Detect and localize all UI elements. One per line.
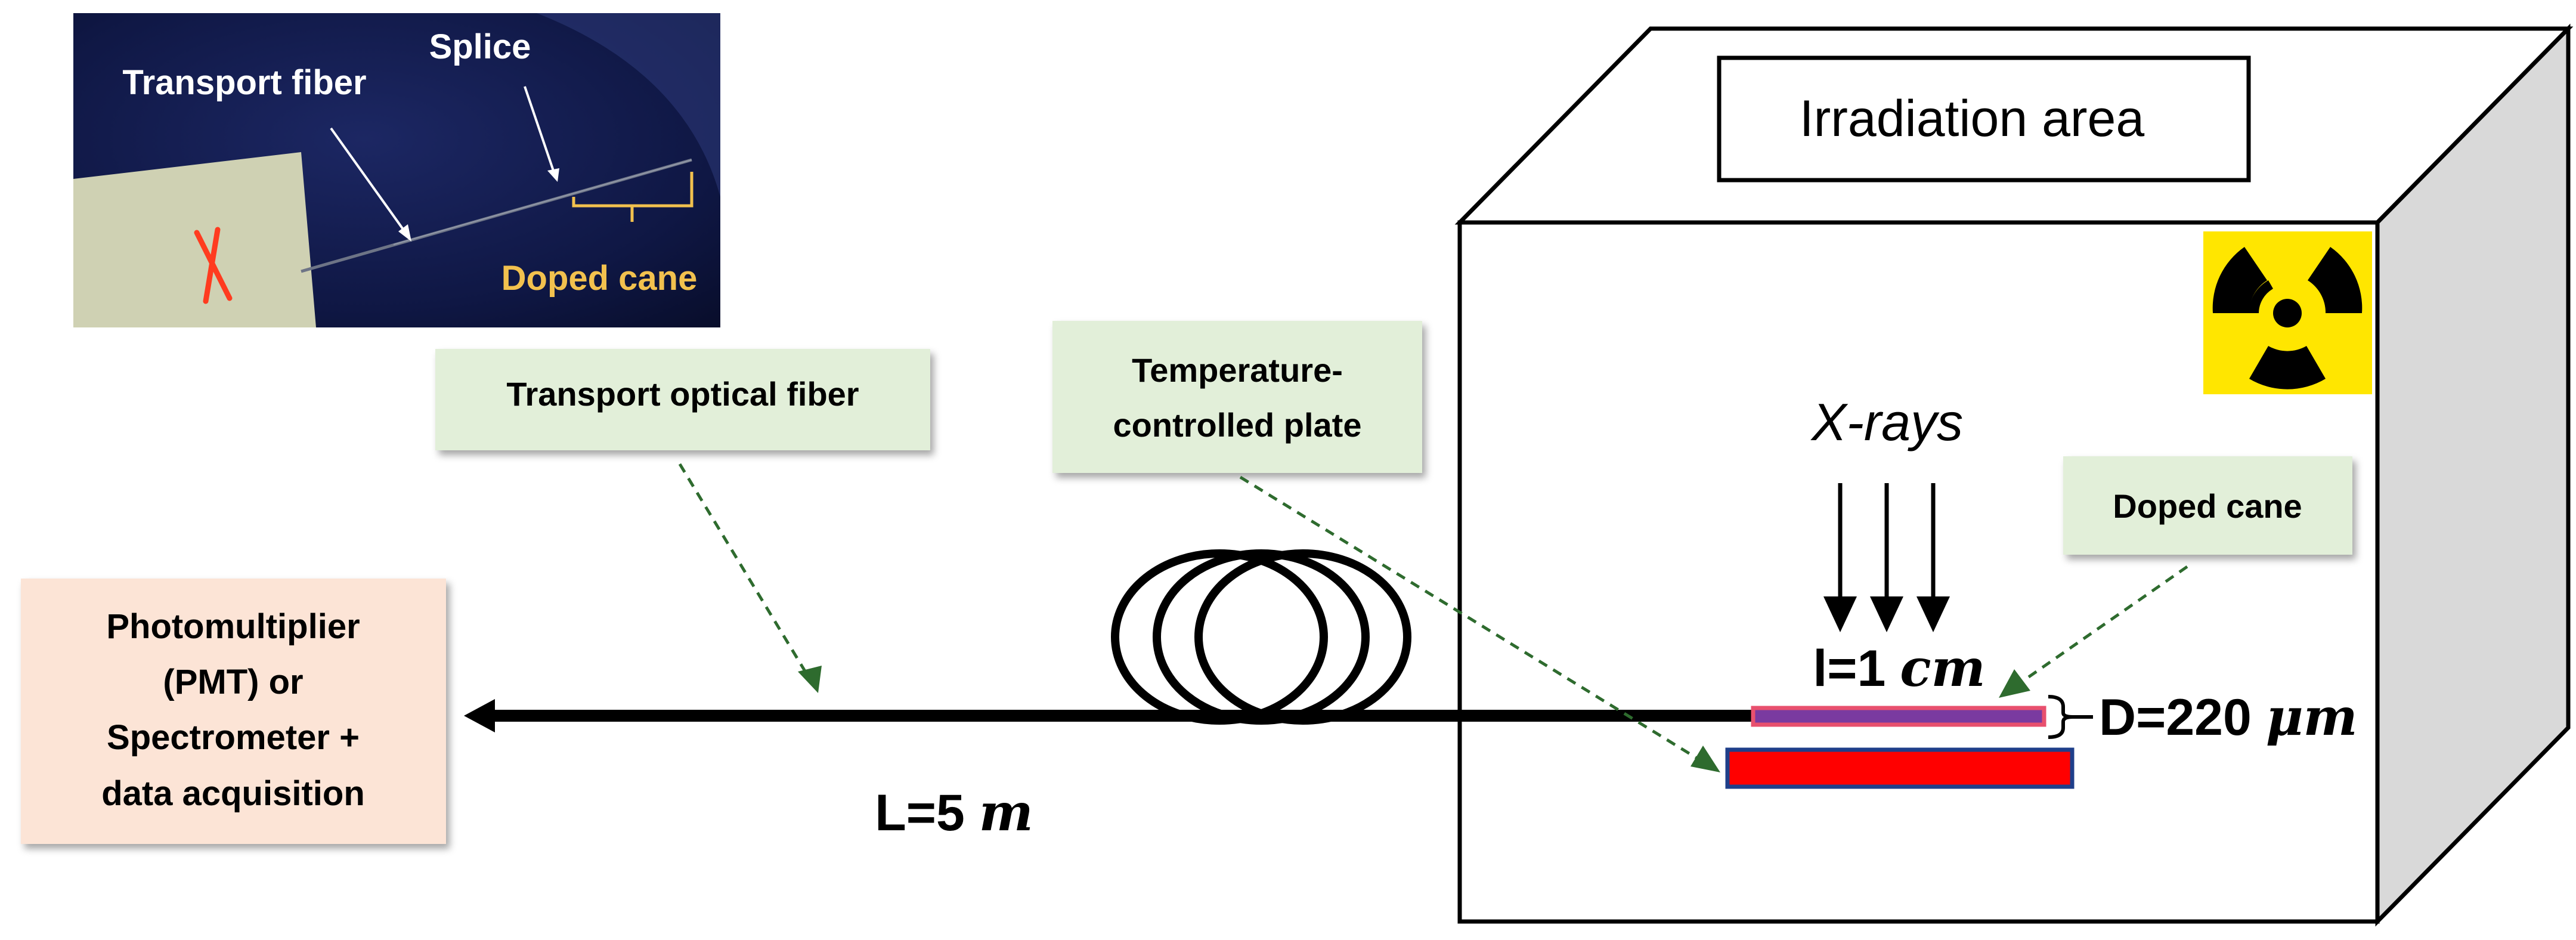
detector-line-2: (PMT) or <box>163 663 303 701</box>
photo-label-transport-fiber: Transport fiber <box>122 63 366 102</box>
irradiation-area-label: Irradiation area <box>1800 90 2145 147</box>
xrays-label: X-rays <box>1810 392 1963 452</box>
fiber-coil-icon <box>1111 549 1411 725</box>
detector-label: Photomultiplier (PMT) or Spectrometer + … <box>101 607 365 813</box>
leader-transport-fiber <box>678 463 816 687</box>
irradiation-area-label-box: Irradiation area <box>1717 55 2251 183</box>
detector-box <box>21 579 446 844</box>
temperature-plate <box>1725 747 2075 789</box>
radiation-hazard-icon <box>2203 231 2372 394</box>
callout-transport-optical-fiber-text: Transport optical fiber <box>506 375 859 413</box>
photo-label-splice: Splice <box>429 27 531 66</box>
detector-line-1: Photomultiplier <box>106 607 360 646</box>
callout-temperature-plate: Temperature- controlled plate <box>1052 321 1422 473</box>
diameter-label: D=220 μm <box>2099 687 2358 747</box>
leader-temperature-plate <box>1239 475 1710 767</box>
doped-cane-sample <box>1751 706 2046 727</box>
xray-arrows <box>1823 483 1950 632</box>
paper-tag <box>73 152 316 327</box>
callout-transport-optical-fiber: Transport optical fiber <box>435 349 930 450</box>
cane-length-label: l=1 cm <box>1813 638 1985 698</box>
transport-fiber-line <box>464 699 1753 732</box>
callout-doped-cane-text: Doped cane <box>2113 487 2302 525</box>
callout-doped-cane: Doped cane <box>2063 456 2352 555</box>
photo-inset: Transport fiber Splice Doped cane <box>73 13 720 327</box>
callout-temperature-plate-line1: Temperature- <box>1132 351 1343 389</box>
detector-line-4: data acquisition <box>101 774 365 813</box>
callout-temperature-plate-line2: controlled plate <box>1113 406 1362 444</box>
red-mark-icon <box>194 227 233 304</box>
fiber-length-label: L=5 m <box>875 783 1033 843</box>
detector-line-3: Spectrometer + <box>107 718 360 757</box>
diameter-brace <box>2048 695 2093 739</box>
photo-label-doped-cane: Doped cane <box>501 259 698 298</box>
